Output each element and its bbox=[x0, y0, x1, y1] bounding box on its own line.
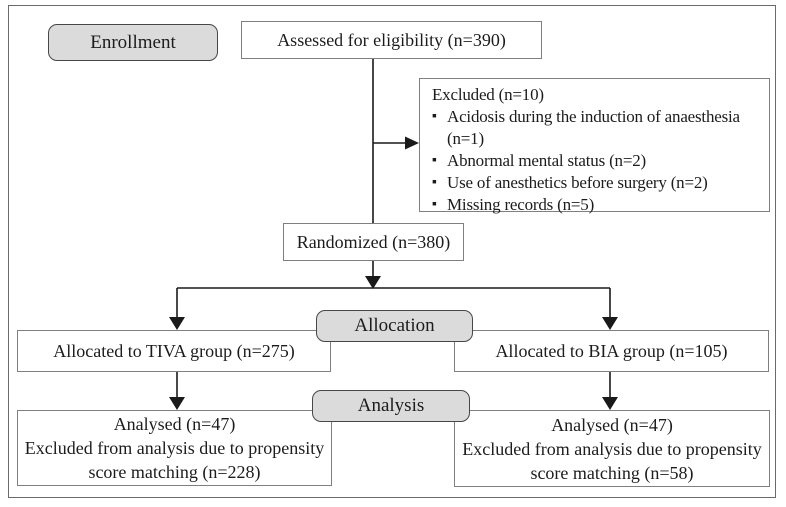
node-analysed-bia: Analysed (n=47) Excluded from analysis d… bbox=[454, 410, 770, 487]
node-analysed-bia-line3: score matching (n=58) bbox=[530, 462, 694, 483]
node-randomized: Randomized (n=380) bbox=[283, 223, 464, 261]
stage-label-analysis-text: Analysis bbox=[357, 395, 425, 416]
node-analysed-tiva: Analysed (n=47) Excluded from analysis d… bbox=[17, 410, 332, 486]
stage-label-allocation: Allocation bbox=[316, 310, 473, 342]
bullet-square-icon: ▪ bbox=[432, 197, 437, 212]
stage-label-analysis: Analysis bbox=[312, 390, 470, 422]
node-allocated-tiva-text: Allocated to TIVA group (n=275) bbox=[53, 340, 295, 361]
node-excluded-content: Excluded (n=10) ▪ Acidosis during the in… bbox=[432, 84, 763, 216]
node-excluded-title: Excluded (n=10) bbox=[432, 85, 544, 104]
excluded-reason-text: Acidosis during the induction of anaesth… bbox=[447, 107, 740, 148]
list-item: ▪ Use of anesthetics before surgery (n=2… bbox=[432, 172, 763, 194]
excluded-reason-list: ▪ Acidosis during the induction of anaes… bbox=[432, 106, 763, 216]
stage-label-allocation-text: Allocation bbox=[354, 315, 435, 336]
list-item: ▪ Missing records (n=5) bbox=[432, 194, 763, 216]
list-item: ▪ Acidosis during the induction of anaes… bbox=[432, 106, 763, 150]
node-assessed-text: Assessed for eligibility (n=390) bbox=[277, 29, 506, 50]
figure-frame bbox=[8, 5, 776, 498]
node-allocated-tiva: Allocated to TIVA group (n=275) bbox=[17, 330, 331, 372]
stage-label-enrollment-text: Enrollment bbox=[90, 31, 176, 53]
node-assessed-for-eligibility: Assessed for eligibility (n=390) bbox=[241, 21, 542, 59]
excluded-reason-text: Abnormal mental status (n=2) bbox=[447, 151, 646, 170]
excluded-reason-text: Use of anesthetics before surgery (n=2) bbox=[447, 173, 708, 192]
excluded-reason-text: Missing records (n=5) bbox=[447, 195, 595, 214]
node-analysed-bia-line2: Excluded from analysis due to propensity bbox=[462, 438, 762, 459]
stage-label-enrollment: Enrollment bbox=[48, 24, 218, 61]
node-analysed-bia-line1: Analysed (n=47) bbox=[551, 414, 673, 435]
bullet-square-icon: ▪ bbox=[432, 109, 437, 124]
node-allocated-bia-text: Allocated to BIA group (n=105) bbox=[495, 340, 728, 361]
node-excluded: Excluded (n=10) ▪ Acidosis during the in… bbox=[419, 78, 770, 214]
node-allocated-bia: Allocated to BIA group (n=105) bbox=[454, 330, 769, 372]
node-analysed-tiva-line1: Analysed (n=47) bbox=[113, 414, 236, 434]
bullet-square-icon: ▪ bbox=[432, 153, 437, 168]
node-analysed-tiva-line2: Excluded from analysis due to propensity bbox=[24, 438, 325, 458]
list-item: ▪ Abnormal mental status (n=2) bbox=[432, 150, 763, 172]
node-randomized-text: Randomized (n=380) bbox=[296, 231, 451, 252]
bullet-square-icon: ▪ bbox=[432, 175, 437, 190]
node-analysed-tiva-line3: score matching (n=228) bbox=[88, 462, 261, 482]
